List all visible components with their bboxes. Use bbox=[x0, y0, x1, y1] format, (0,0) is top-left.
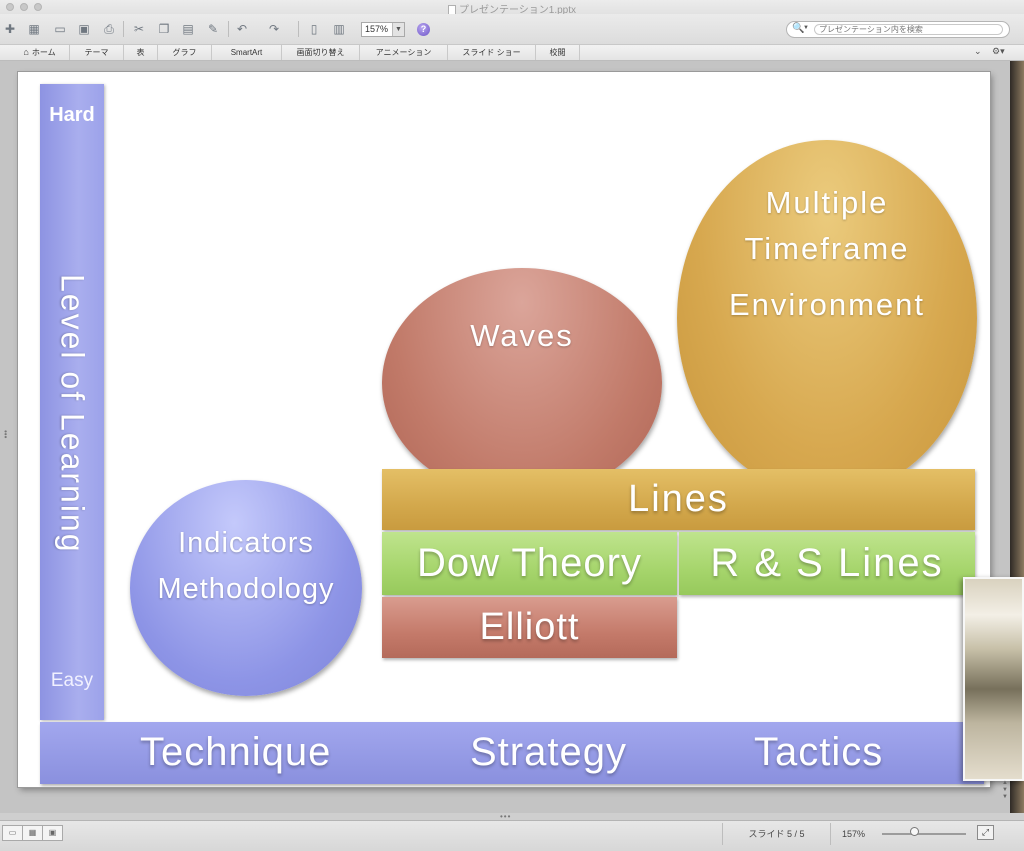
axis-bottom-label: Easy bbox=[50, 670, 94, 691]
toolbar-separator bbox=[123, 21, 124, 37]
bubble-text-line: Indicators bbox=[178, 527, 314, 559]
fit-to-window-button[interactable]: ⤢ bbox=[977, 825, 994, 840]
gallery-icon[interactable]: ▦ bbox=[28, 22, 40, 36]
cut-icon[interactable]: ✂ bbox=[133, 22, 145, 36]
open-folder-icon[interactable]: ▭ bbox=[54, 22, 66, 36]
tab-slide-show[interactable]: スライド ショー bbox=[448, 45, 536, 60]
tab-chart[interactable]: グラフ bbox=[158, 45, 212, 60]
tab-table-label: 表 bbox=[136, 48, 145, 57]
view-icon[interactable]: ▯ bbox=[310, 22, 318, 36]
tab-smartart-label: SmartArt bbox=[230, 48, 263, 57]
redo-icon[interactable]: ↷ bbox=[268, 22, 280, 36]
tab-review[interactable]: 校閲 bbox=[536, 45, 580, 60]
status-zoom: 157% bbox=[830, 823, 876, 845]
view-buttons: ▭ ▦ ▣ bbox=[2, 825, 63, 841]
home-icon: ⌂ bbox=[23, 47, 29, 57]
zoom-select-value: 157% bbox=[365, 24, 389, 34]
status-bar: ▭ ▦ ▣ スライド 5 / 5 157% ⤢ bbox=[0, 820, 1024, 851]
minimize-window-button[interactable] bbox=[20, 3, 28, 11]
category-strategy: Strategy bbox=[470, 730, 627, 774]
tab-theme-label: テーマ bbox=[84, 48, 109, 57]
zoom-slider-thumb[interactable] bbox=[910, 827, 919, 836]
bar-label: Dow Theory bbox=[417, 541, 642, 585]
pane-resize-handle[interactable]: ••• bbox=[1, 430, 10, 439]
tab-home-label: ホーム bbox=[31, 48, 56, 57]
slide-show-button[interactable]: ▣ bbox=[42, 825, 63, 841]
waves-bubble[interactable]: Waves bbox=[382, 268, 662, 498]
bubble-text-line: Environment bbox=[728, 287, 926, 322]
slide-canvas[interactable]: Hard Level of Learning Easy Technique St… bbox=[18, 72, 990, 787]
toolbar-separator bbox=[228, 21, 229, 37]
slide-indicator: スライド 5 / 5 bbox=[722, 823, 830, 845]
ribbon-collapse-icon[interactable]: ⌄ bbox=[974, 46, 982, 56]
desktop-photo-thumbnail bbox=[963, 577, 1024, 781]
axis-top-label: Hard bbox=[49, 104, 95, 126]
bubble-text-line: Timeframe bbox=[744, 231, 910, 266]
bar-label: Elliott bbox=[479, 606, 580, 648]
bubble-text-line: Methodology bbox=[157, 573, 335, 605]
title-bar: プレゼンテーション1.pptx bbox=[0, 0, 1024, 16]
help-icon[interactable]: ? bbox=[417, 23, 430, 36]
tab-table[interactable]: 表 bbox=[124, 45, 158, 60]
undo-icon[interactable]: ↶ bbox=[236, 22, 248, 36]
copy-icon[interactable]: ❐ bbox=[158, 22, 170, 36]
tab-slide-show-label: スライド ショー bbox=[462, 48, 521, 57]
search-options-icon[interactable]: ▼ bbox=[803, 25, 809, 31]
search-box: 🔍 ▼ bbox=[786, 21, 1010, 38]
standard-toolbar: ✚ ▦ ▭ ▣ ⎙ ✂ ❐ ▤ ✎ ↶ ↷ ▯ ▥ 157% ▼ ? 🔍 ▼ bbox=[0, 14, 1024, 44]
tab-transitions[interactable]: 画面切り替え bbox=[282, 45, 360, 60]
horizontal-axis-bar[interactable]: Technique Strategy Tactics bbox=[40, 722, 984, 784]
window-controls bbox=[6, 3, 42, 11]
bubble-text: Waves bbox=[470, 318, 574, 353]
bar-label: R & S Lines bbox=[710, 541, 944, 585]
chevron-down-icon[interactable]: ▼ bbox=[392, 23, 404, 36]
bar-label: Lines bbox=[628, 478, 729, 520]
tab-review-label: 校閲 bbox=[549, 48, 566, 57]
zoom-select[interactable]: 157% ▼ bbox=[361, 22, 405, 37]
multiple-timeframe-bubble[interactable]: Multiple Timeframe Environment bbox=[677, 140, 977, 496]
tab-chart-label: グラフ bbox=[172, 48, 197, 57]
tab-home[interactable]: ⌂ホーム bbox=[10, 45, 70, 60]
normal-view-button[interactable]: ▭ bbox=[2, 825, 23, 841]
ribbon-tabs: ⌂ホーム テーマ 表 グラフ SmartArt 画面切り替え アニメーション ス… bbox=[0, 44, 1024, 61]
category-technique: Technique bbox=[140, 730, 332, 774]
scroll-arrows[interactable]: ▲▼▼ bbox=[1002, 780, 1008, 800]
tab-theme[interactable]: テーマ bbox=[70, 45, 124, 60]
new-slide-icon[interactable]: ✚ bbox=[4, 22, 16, 36]
axis-title: Level of Learning bbox=[54, 274, 91, 554]
axis-title-wrap: Level of Learning bbox=[40, 234, 104, 594]
zoom-slider[interactable] bbox=[882, 833, 966, 835]
rs-lines-bar[interactable]: R & S Lines bbox=[679, 532, 975, 595]
toolbar-separator bbox=[298, 21, 299, 37]
search-input[interactable] bbox=[819, 23, 999, 36]
tab-animations[interactable]: アニメーション bbox=[360, 45, 448, 60]
zoom-window-button[interactable] bbox=[34, 3, 42, 11]
paste-icon[interactable]: ▤ bbox=[182, 22, 194, 36]
close-window-button[interactable] bbox=[6, 3, 14, 11]
notes-resize-handle[interactable]: ••• bbox=[500, 812, 512, 821]
slide-layout-icon[interactable]: ▥ bbox=[333, 22, 345, 36]
tab-transitions-label: 画面切り替え bbox=[296, 48, 345, 57]
vertical-axis-bar[interactable]: Hard Level of Learning Easy bbox=[40, 84, 104, 720]
save-icon[interactable]: ▣ bbox=[78, 22, 90, 36]
tab-animations-label: アニメーション bbox=[375, 48, 432, 57]
bubble-text-line: Multiple bbox=[765, 185, 889, 220]
elliott-bar[interactable]: Elliott bbox=[382, 597, 677, 658]
search-icon[interactable]: 🔍 bbox=[792, 23, 805, 34]
gear-icon[interactable]: ⚙▾ bbox=[992, 46, 1005, 56]
dow-theory-bar[interactable]: Dow Theory bbox=[382, 532, 677, 595]
window-title-text: プレゼンテーション1.pptx bbox=[458, 5, 577, 16]
print-icon[interactable]: ⎙ bbox=[104, 21, 114, 36]
category-tactics: Tactics bbox=[754, 730, 884, 774]
lines-bar[interactable]: Lines bbox=[382, 469, 975, 530]
indicators-bubble[interactable]: Indicators Methodology bbox=[130, 480, 362, 696]
slide-sorter-button[interactable]: ▦ bbox=[22, 825, 43, 841]
tab-smartart[interactable]: SmartArt bbox=[212, 45, 282, 60]
format-painter-icon[interactable]: ✎ bbox=[207, 22, 219, 36]
